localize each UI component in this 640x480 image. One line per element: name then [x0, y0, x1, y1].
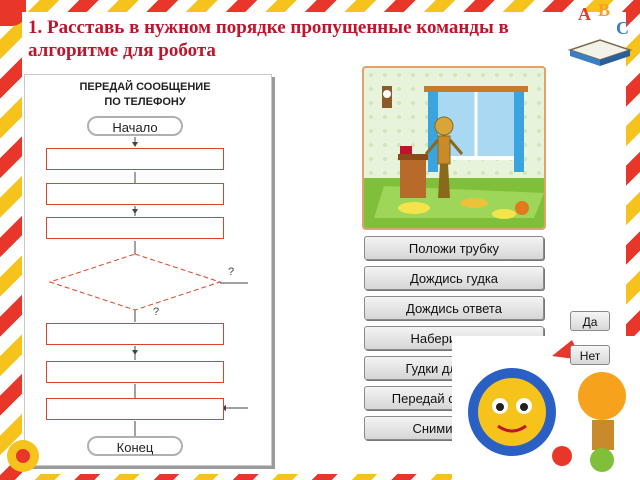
decision-slot[interactable]	[40, 250, 230, 312]
question-mark-bottom: ?	[153, 306, 160, 318]
empty-slot-4[interactable]	[46, 323, 224, 345]
flower-decoration-icon	[7, 440, 39, 472]
yes-label[interactable]: Да	[570, 311, 610, 331]
cartoon-robot-mascot-icon	[452, 336, 640, 480]
robot-room-illustration	[362, 66, 546, 230]
svg-text:A: A	[578, 4, 591, 24]
task-title: 1. Расставь в нужном порядке пропущенные…	[28, 17, 509, 61]
no-label[interactable]: Нет	[570, 345, 610, 365]
question-mark-right: ?	[228, 266, 235, 278]
svg-text:C: C	[616, 18, 629, 38]
flowchart-title: ПЕРЕДАЙ СООБЩЕНИЕ ПО ТЕЛЕФОНУ	[60, 80, 230, 110]
command-wait-for-tone[interactable]: Дождись гудка	[364, 266, 544, 290]
flowchart-title-line2: ПО ТЕЛЕФОНУ	[104, 96, 186, 108]
start-terminal: Начало	[87, 116, 183, 136]
empty-slot-5[interactable]	[46, 361, 224, 383]
command-put-down-receiver[interactable]: Положи трубку	[364, 236, 544, 260]
corner-decoration	[0, 0, 26, 26]
empty-slot-1[interactable]	[46, 148, 224, 170]
flowchart-title-line1: ПЕРЕДАЙ СООБЩЕНИЕ	[79, 81, 211, 93]
empty-slot-2[interactable]	[46, 183, 224, 205]
command-wait-for-answer[interactable]: Дождись ответа	[364, 296, 544, 320]
empty-slot-3[interactable]	[46, 217, 224, 239]
empty-slot-6[interactable]	[46, 398, 224, 420]
abc-book-logo-icon: A B C	[567, 0, 633, 66]
end-terminal: Конец	[87, 436, 183, 456]
svg-text:B: B	[598, 0, 610, 20]
